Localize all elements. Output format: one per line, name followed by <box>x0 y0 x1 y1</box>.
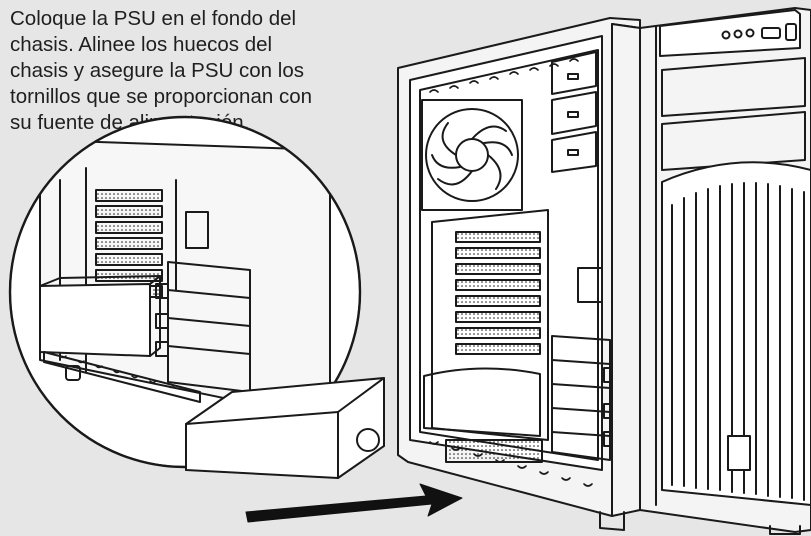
instruction-line-1: Coloque la PSU en el fondo del <box>10 7 297 30</box>
instruction-text: Coloque la PSU en el fondo del chasis. A… <box>10 6 390 136</box>
fan-icon <box>421 99 523 211</box>
hdd-cage <box>551 335 613 461</box>
pc-case <box>397 7 811 535</box>
instruction-line-2: chasis. Alinee los huecos del <box>10 33 273 56</box>
psu-unit <box>185 377 385 479</box>
instruction-line-4: tornillos que se proporcionan con <box>10 85 312 108</box>
zoom-expansion-slots <box>95 189 163 298</box>
expansion-slots <box>455 231 541 355</box>
insert-arrow-icon <box>245 483 463 523</box>
zoom-detail <box>8 115 362 469</box>
top-screw-row <box>429 58 579 93</box>
instruction-line-3: chasis y asegure la PSU con los <box>10 59 304 82</box>
bottom-screw-row <box>429 441 593 487</box>
